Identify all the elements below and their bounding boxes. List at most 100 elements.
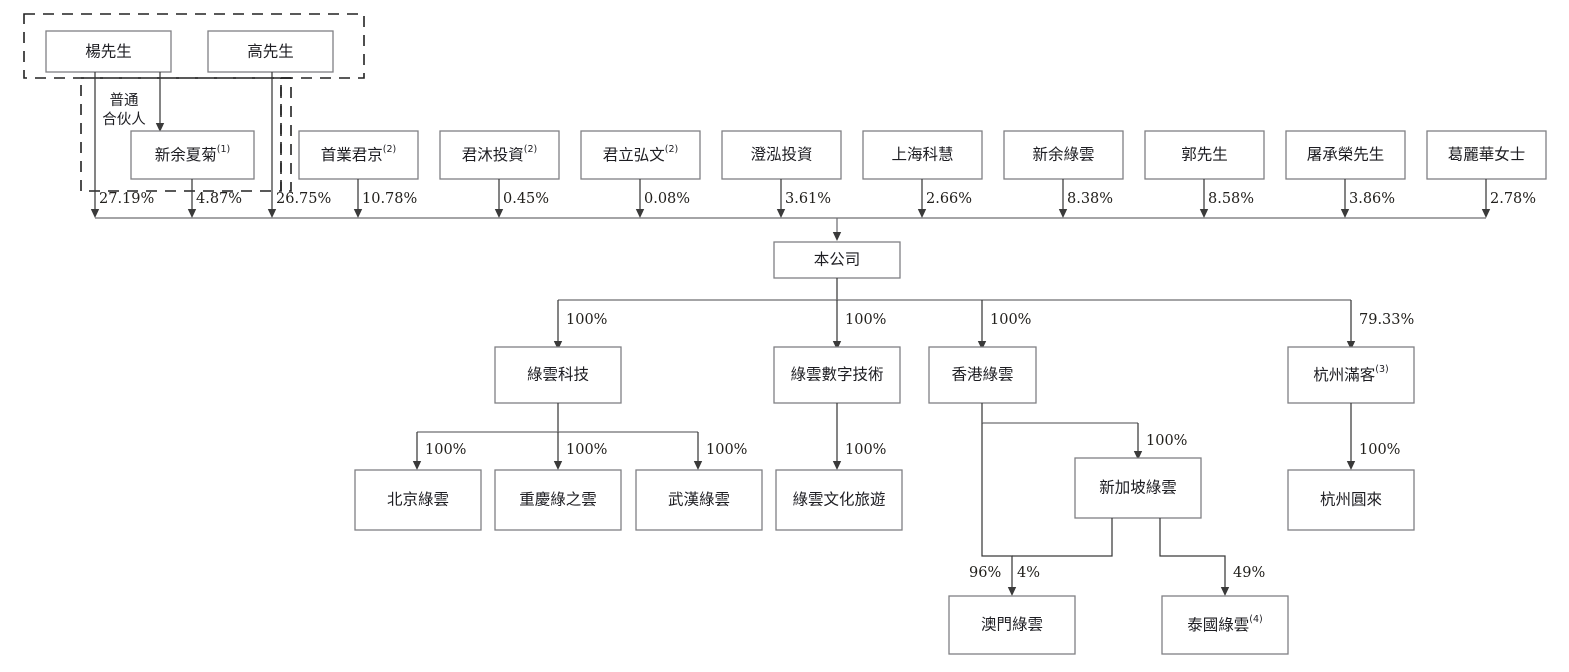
pct-keji-to-beijing: 100% — [425, 442, 466, 458]
node-box-gao[interactable] — [207, 30, 334, 73]
pct-xinyuxiaju-to-company: 4.87% — [196, 191, 242, 207]
pct-hk-to-singapore: 100% — [1146, 433, 1187, 449]
node-label-wuhan-lvyun: 武漢綠雲 — [668, 491, 730, 509]
node-box-lvyun-wenhua[interactable] — [775, 469, 903, 531]
node-box-lvyun-keji[interactable] — [494, 346, 622, 404]
pct-chenghong-to-company: 3.61% — [785, 191, 831, 207]
arrowhead-keji-chongqing — [553, 461, 563, 470]
dashed-group-yang-gao — [23, 13, 365, 79]
pct-gao-to-company: 26.75% — [276, 191, 331, 207]
node-box-hk-lvyun[interactable] — [928, 346, 1037, 404]
node-box-macau-lvyun[interactable] — [948, 595, 1076, 655]
node-box-company[interactable] — [773, 241, 901, 279]
node-box-wuhan-lvyun[interactable] — [635, 469, 763, 531]
arrowhead-keji-wuhan — [693, 461, 703, 470]
arrowhead-company-lvyunshuzi — [832, 341, 842, 350]
node-box-chenghong[interactable] — [721, 130, 842, 180]
pct-shouye-to-company: 10.78% — [362, 191, 417, 207]
node-label-hangzhou-yuanlai: 杭州圓來 — [1320, 491, 1382, 509]
node-box-shouye-junjing[interactable] — [298, 130, 419, 180]
node-label-hangzhou-manke: 杭州滿客(3) — [1313, 364, 1388, 384]
node-label-yang: 楊先生 — [85, 43, 132, 61]
node-label-lvyun-keji: 綠雲科技 — [527, 366, 589, 384]
node-label-lvyun-wenhua: 綠雲文化旅遊 — [792, 491, 885, 509]
node-label-macau-lvyun: 澳門綠雲 — [981, 616, 1043, 634]
node-box-hangzhou-manke[interactable] — [1287, 346, 1415, 404]
pct-keji-to-chongqing: 100% — [566, 442, 607, 458]
arrowhead-shouye-company — [353, 209, 363, 218]
node-box-beijing-lvyun[interactable] — [354, 469, 482, 531]
node-box-yang[interactable] — [45, 30, 172, 73]
pct-guo-to-company: 8.58% — [1208, 191, 1254, 207]
edge-hk-to-macau — [981, 423, 1013, 588]
node-label-chenghong: 澄泓投資 — [750, 146, 812, 164]
arrowhead-singapore-thailand — [1220, 587, 1230, 596]
node-box-lvyun-shuzi[interactable] — [773, 346, 901, 404]
pct-yang-to-company: 27.19% — [99, 191, 154, 207]
node-label-shanghai-kehui: 上海科慧 — [891, 146, 953, 164]
arrowhead-manke-yuanlai — [1346, 461, 1356, 470]
arrowhead-junli-company — [635, 209, 645, 218]
pct-junmu-to-company: 0.45% — [503, 191, 549, 207]
node-box-xinyu-lvyun[interactable] — [1003, 130, 1124, 180]
arrowhead-chenghong-company — [776, 209, 786, 218]
node-label-ge: 葛麗華女士 — [1448, 145, 1526, 164]
pct-xinyulvyun-to-company: 8.38% — [1067, 191, 1113, 207]
node-label-chongqing-lvzhiyun: 重慶綠之雲 — [519, 491, 597, 509]
partnership-label-line1: 普通 — [110, 92, 139, 109]
pct-company-to-lvyunshuzi: 100% — [845, 312, 886, 328]
arrowhead-kehui-company — [917, 209, 927, 218]
arrowhead-yang-company — [90, 209, 100, 218]
node-label-singapore-lvyun: 新加坡綠雲 — [1099, 479, 1177, 497]
node-box-xinyu-xiaju[interactable] — [130, 130, 255, 180]
pct-singapore-to-macau: 4% — [1017, 565, 1040, 581]
pct-keji-to-wuhan: 100% — [706, 442, 747, 458]
dashed-group-yang-partnership — [80, 77, 282, 192]
pct-ge-to-company: 2.78% — [1490, 191, 1536, 207]
arrowhead-xinyulvyun-company — [1058, 209, 1068, 218]
node-label-beijing-lvyun: 北京綠雲 — [387, 491, 449, 509]
node-box-singapore-lvyun[interactable] — [1074, 457, 1202, 519]
pct-tu-to-company: 3.86% — [1349, 191, 1395, 207]
partnership-label-line2: 合伙人 — [102, 111, 146, 128]
node-label-xinyu-lvyun: 新余綠雲 — [1032, 145, 1094, 164]
dashed-group-gao-shouye — [280, 77, 292, 192]
node-box-tu[interactable] — [1285, 130, 1406, 180]
pct-junli-to-company: 0.08% — [644, 191, 690, 207]
pct-company-to-manke: 79.33% — [1359, 312, 1414, 328]
arrowhead-hk-singapore — [1133, 451, 1143, 460]
pct-hk-to-macau: 96% — [969, 565, 1001, 581]
node-label-thailand-lvyun: 泰國綠雲(4) — [1187, 614, 1262, 634]
node-label-junmu: 君沐投資(2) — [462, 144, 537, 164]
node-label-guo: 郭先生 — [1181, 146, 1228, 164]
node-box-thailand-lvyun[interactable] — [1161, 595, 1289, 655]
pct-kehui-to-company: 2.66% — [926, 191, 972, 207]
node-label-hk-lvyun: 香港綠雲 — [951, 366, 1013, 384]
arrowhead-company-hk — [977, 341, 987, 350]
node-box-junli[interactable] — [580, 130, 701, 180]
node-label-company: 本公司 — [814, 251, 861, 269]
arrowhead-company-manke — [1346, 341, 1356, 350]
arrowhead-xinyuxiaju-company — [187, 209, 197, 218]
arrowhead-hk-macau — [1007, 587, 1017, 596]
node-label-tu: 屠承榮先生 — [1307, 146, 1385, 164]
arrowhead-guo-company — [1199, 209, 1209, 218]
node-box-chongqing-lvzhiyun[interactable] — [494, 469, 622, 531]
arrowhead-tu-company — [1340, 209, 1350, 218]
pct-manke-to-yuanlai: 100% — [1359, 442, 1400, 458]
arrowhead-junmu-company — [494, 209, 504, 218]
node-label-lvyun-shuzi: 綠雲數字技術 — [790, 366, 883, 384]
node-box-junmu[interactable] — [439, 130, 560, 180]
node-label-junli: 君立弘文(2) — [603, 144, 678, 164]
arrowhead-shuzi-wenhua — [832, 461, 842, 470]
edge-singapore-to-macau — [1012, 518, 1113, 557]
arrowhead-yang-to-xinyuxiaju — [155, 123, 165, 132]
node-label-gao: 高先生 — [247, 43, 294, 61]
arrowhead-company-lvyunkeji — [553, 341, 563, 350]
node-label-xinyu-xiaju: 新余夏菊(1) — [155, 144, 230, 164]
edge-singapore-to-thailand — [1159, 518, 1226, 588]
node-label-shouye-junjing: 首業君京(2) — [321, 144, 396, 164]
node-box-hangzhou-yuanlai[interactable] — [1287, 469, 1415, 531]
node-box-guo[interactable] — [1144, 130, 1265, 180]
